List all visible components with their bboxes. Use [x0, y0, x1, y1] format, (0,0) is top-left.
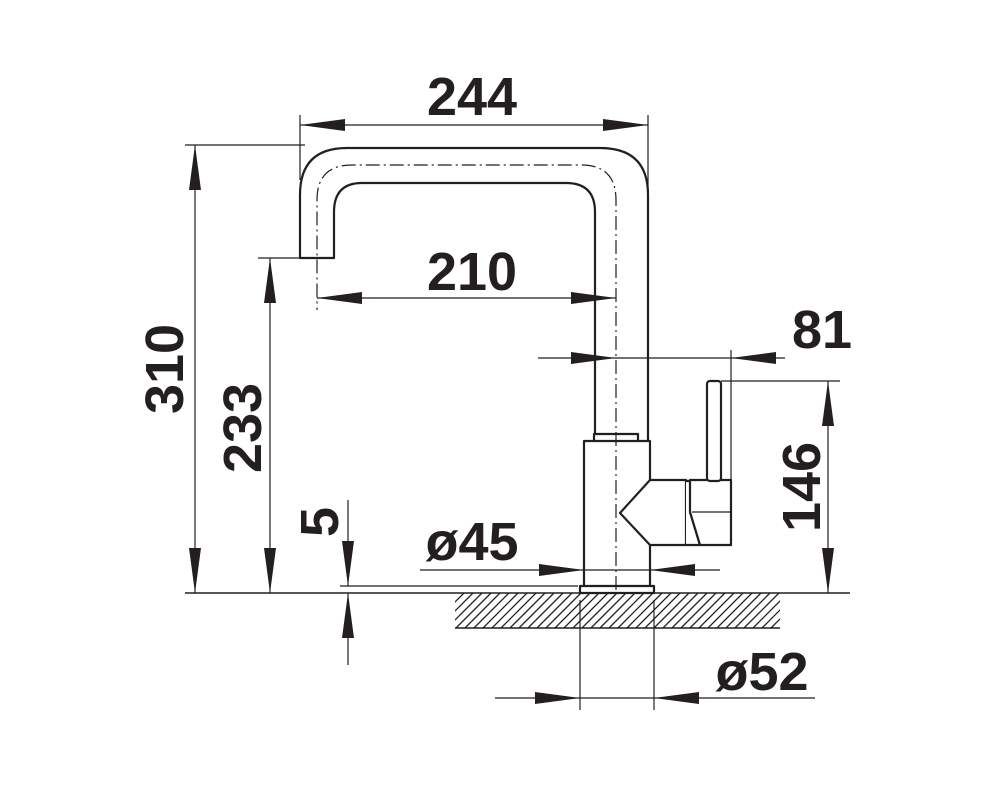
hatch-line	[464, 593, 501, 628]
hatch-line	[455, 593, 483, 621]
hatch-line	[581, 593, 618, 628]
hatch-line	[653, 593, 690, 628]
dim-column-diameter: ø45	[425, 512, 518, 572]
dim-overall-width: 244	[427, 67, 517, 127]
dim-base-diameter: ø52	[715, 642, 808, 702]
hatch-line	[770, 618, 780, 628]
hatch-line	[761, 609, 780, 628]
hatch-line	[509, 593, 546, 628]
hatch-line	[734, 593, 771, 628]
hatch-line	[518, 593, 555, 628]
hatch-line	[527, 593, 564, 628]
hatch-line	[455, 593, 465, 603]
hatch-line	[617, 593, 654, 628]
hatch-line	[455, 593, 474, 612]
hatch-line	[536, 593, 573, 628]
hatch-line	[599, 593, 636, 628]
hatch-line	[698, 593, 735, 628]
hatch-line	[680, 593, 717, 628]
hatch-line	[644, 593, 681, 628]
hatch-line	[455, 593, 492, 628]
dim-total-height: 310	[135, 324, 195, 414]
hatch-line	[473, 593, 510, 628]
hatch-line	[626, 593, 663, 628]
hatch-line	[725, 593, 762, 628]
hatch-line	[743, 593, 780, 628]
dim-base-thickness: 5	[290, 507, 350, 537]
countertop-hatching	[455, 593, 833, 629]
hatch-line	[590, 593, 627, 628]
dim-spout-height: 233	[213, 383, 273, 473]
extension-lines	[185, 115, 840, 710]
hatch-line	[500, 593, 537, 628]
hatch-line	[707, 593, 744, 628]
dimension-lines	[189, 119, 834, 704]
hatch-line	[752, 600, 780, 628]
base-ring	[578, 584, 656, 595]
hatch-line	[482, 593, 519, 628]
hatch-line	[779, 627, 780, 628]
dim-lever-offset: 81	[792, 300, 852, 360]
hatch-line	[789, 593, 824, 628]
lever-stick	[705, 379, 723, 483]
hatch-line	[716, 593, 753, 628]
center-lines	[316, 164, 617, 590]
hatch-line	[662, 593, 699, 628]
hatch-line	[455, 593, 456, 594]
spout-outline	[298, 146, 650, 440]
lever-cartridge	[618, 478, 688, 547]
hatch-line	[545, 593, 582, 628]
hatch-line	[554, 593, 591, 628]
dimension-labels: 244 210 81 310 233 146 5 ø45 ø52	[135, 67, 852, 702]
dim-lever-height: 146	[772, 442, 832, 532]
hatch-line	[689, 593, 726, 628]
dim-spout-reach: 210	[427, 242, 517, 302]
hatch-line	[671, 593, 708, 628]
hatch-line	[798, 593, 833, 628]
hatch-line	[608, 593, 645, 628]
hatch-line	[572, 593, 609, 628]
hatch-line	[491, 593, 528, 628]
hatch-line	[563, 593, 600, 628]
